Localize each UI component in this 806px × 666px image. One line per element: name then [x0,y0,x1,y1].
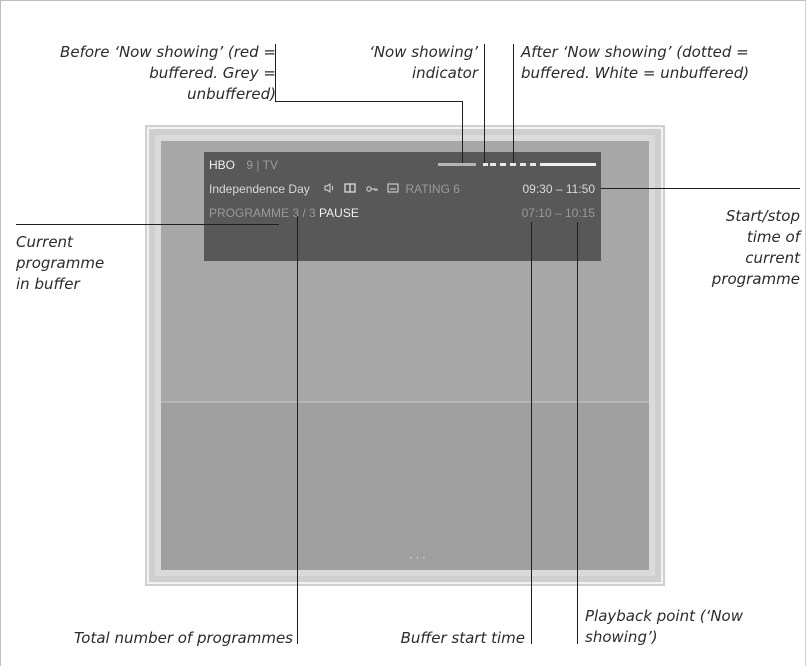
tv-indicator-dots: ••• [409,555,429,562]
label-buffer-start-time: Buffer start time [400,629,525,647]
leader-before-vertical [275,44,276,102]
tv-picture-divider [161,401,649,403]
page-frame-top [0,0,806,14]
osd-source: TV [262,158,278,172]
now-showing-indicator [483,163,488,166]
leader-buffer-start [531,222,532,644]
buffer-after-white-bar [542,163,596,166]
leader-current-programme [16,224,279,225]
leader-playback-point [577,222,578,644]
osd-programme-count: PROGRAMME 3 / 3 [209,206,316,220]
buffer-after-dotted-bar [490,163,542,166]
leader-before-drop [462,101,463,163]
leader-total-programmes [297,216,298,644]
subtitle-icon [387,182,399,198]
label-current-programme: Current programme in buffer [16,233,105,293]
leader-before-horizontal [275,101,463,102]
osd-row-title: Independence Day RATING 6 09:30 – 11:50 [209,181,595,197]
leader-start-stop [601,188,800,189]
label-start-stop-time: Start/stop time of current programme [711,207,800,288]
osd-channel-number: 9 [246,158,254,172]
book-icon [344,182,357,198]
osd-pause-state: PAUSE [319,206,359,220]
label-now-showing-indicator: ‘Now showing’ indicator [369,43,478,82]
page-frame-left [0,0,1,666]
buffer-before-bar [438,163,476,166]
osd-programme-time: 09:30 – 11:50 [522,182,595,196]
leader-after-now-showing [513,44,514,163]
label-playback-point: Playback point (‘Now showing’) [585,607,744,646]
osd-programme-title: Independence Day [209,182,310,196]
osd-panel: HBO 9 | TV Independence Day RATING 6 09:… [204,152,601,261]
tv-picture-lower [161,403,649,570]
leader-now-showing [484,44,485,163]
osd-row-channel: HBO 9 | TV [209,157,595,173]
label-total-programmes: Total number of programmes [73,629,293,647]
osd-buffer-time: 07:10 – 10:15 [521,206,595,220]
label-after-now-showing: After ‘Now showing’ (dotted = buffered. … [521,43,750,82]
speaker-icon [324,182,335,198]
osd-separator: | [256,158,260,172]
label-before-now-showing: Before ‘Now showing’ (red = buffered. Gr… [60,43,276,103]
osd-rating: RATING 6 [405,182,460,196]
osd-row-buffer: PROGRAMME 3 / 3 PAUSE 07:10 – 10:15 [209,205,595,221]
osd-channel: HBO [209,158,236,172]
key-icon [366,182,378,198]
